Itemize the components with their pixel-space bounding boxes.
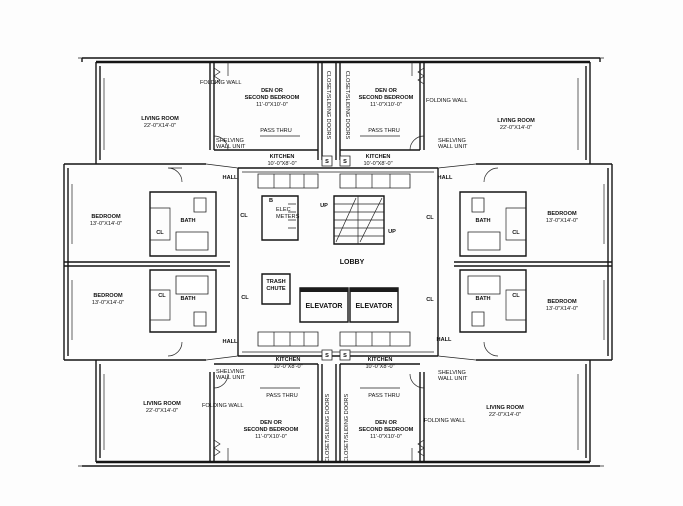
plan-notes: FOLDING WALL FOLDING WALL FOLDING WALL F… (156, 71, 520, 462)
elevator-right: ELEVATOR (356, 303, 393, 310)
meters-label: METERS (276, 214, 300, 220)
bedroom-upper-right-dim: 13'-0"X14'-0" (546, 218, 578, 224)
living-room-top-left-dim: 22'-0"X14'-0" (144, 123, 176, 129)
closet-doors-tl: CLOSET/SLIDING DOORS (325, 71, 331, 140)
shelving-note-bl-1: SHELVING (216, 369, 244, 375)
closet-doors-br: CLOSET/SLIDING DOORS (344, 394, 350, 463)
den-top-left-line2: SECOND BEDROOM (245, 95, 300, 101)
hall-bl: HALL (223, 339, 238, 345)
den-top-left-line1: DEN OR (261, 88, 283, 94)
den-bottom-left-line1: DEN OR (260, 420, 282, 426)
pass-thru-tl: PASS THRU (260, 128, 292, 134)
cl-lr: CL (512, 293, 520, 299)
bedroom-lower-left-dim: 13'-0"X14'-0" (92, 300, 124, 306)
hall-tr: HALL (438, 175, 453, 181)
hall-br: HALL (437, 337, 452, 343)
den-bottom-right-line1: DEN OR (375, 420, 397, 426)
elevator-left: ELEVATOR (306, 303, 343, 310)
living-room-bottom-left-dim: 22'-0"X14'-0" (146, 408, 178, 414)
b-mark: B (269, 198, 273, 204)
living-room-bottom-right-dim: 22'-0"X14'-0" (489, 412, 521, 418)
den-bottom-left-line2: SECOND BEDROOM (244, 427, 299, 433)
bedroom-lower-left-name: BEDROOM (93, 293, 123, 299)
stair-up-left: UP (320, 203, 328, 209)
cl-ul: CL (156, 230, 164, 236)
outer-walls (63, 57, 613, 467)
chute-label: CHUTE (266, 286, 286, 292)
pass-thru-tr: PASS THRU (368, 128, 400, 134)
trash-label: TRASH (266, 279, 285, 285)
elec-label: ELEC (276, 207, 291, 213)
den-bottom-right-line2: SECOND BEDROOM (359, 427, 414, 433)
den-bottom-left-dim: 11'-0"X10'-0" (255, 434, 287, 440)
lobby-label: LOBBY (340, 259, 365, 266)
bath-ur: BATH (475, 218, 490, 224)
bath-ll: BATH (180, 296, 195, 302)
bedroom-lower-right-dim: 13'-0"X14'-0" (546, 306, 578, 312)
kitchen-top-right-name: KITCHEN (366, 154, 391, 160)
living-room-bottom-right-name: LIVING ROOM (486, 405, 524, 411)
closet-doors-tr: CLOSET/SLIDING DOORS (344, 71, 350, 140)
living-room-top-right-name: LIVING ROOM (497, 118, 535, 124)
kitchen-bottom-right-name: KITCHEN (368, 357, 393, 363)
cl-core-ll: CL (241, 295, 249, 301)
folding-wall-note-tr: FOLDING WALL (426, 98, 467, 104)
pass-thru-bl: PASS THRU (266, 393, 298, 399)
den-top-right-line1: DEN OR (375, 88, 397, 94)
den-top-left-dim: 11'-0"X10'-0" (256, 102, 288, 108)
closet-doors-bl: CLOSET/SLIDING DOORS (325, 394, 331, 463)
room-labels: LIVING ROOM 22'-0"X14'-0" LIVING ROOM 22… (90, 88, 578, 440)
shelving-note-tl-1: SHELVING (216, 138, 244, 144)
bedroom-lower-right-name: BEDROOM (547, 299, 577, 305)
bedroom-upper-right-name: BEDROOM (547, 211, 577, 217)
folding-wall-note-br: FOLDING WALL (424, 418, 465, 424)
den-top-right-dim: 11'-0"X10'-0" (370, 102, 402, 108)
shelving-note-tr-1: SHELVING (438, 138, 466, 144)
pass-thru-br: PASS THRU (368, 393, 400, 399)
living-room-top-left-name: LIVING ROOM (141, 116, 179, 122)
hall-tl: HALL (223, 175, 238, 181)
kitchen-top-left-name: KITCHEN (270, 154, 295, 160)
shelving-note-br-1: SHELVING (438, 370, 466, 376)
bedroom-upper-left-name: BEDROOM (91, 214, 121, 220)
shelving-note-bl-2: WALL UNIT (216, 375, 246, 381)
folding-wall-note-tl: FOLDING WALL (200, 80, 241, 86)
den-top-right-line2: SECOND BEDROOM (359, 95, 414, 101)
cl-ur: CL (512, 230, 520, 236)
folding-wall-note-bl: FOLDING WALL (202, 403, 243, 409)
bath-ul: BATH (180, 218, 195, 224)
cl-core-ur: CL (426, 215, 434, 221)
living-room-top-right-dim: 22'-0"X14'-0" (500, 125, 532, 131)
kitchen-bottom-right-dim: 10'-0"X8'-0" (365, 364, 394, 370)
sink-br: S (343, 353, 347, 359)
cl-core-ul: CL (240, 213, 248, 219)
shelving-note-tr-2: WALL UNIT (438, 144, 468, 150)
bedroom-upper-left-dim: 13'-0"X14'-0" (90, 221, 122, 227)
cl-ll: CL (158, 293, 166, 299)
kitchen-top-right-dim: 10'-0"X8'-0" (363, 161, 392, 167)
kitchen-bottom-left-dim: 10'-0"X8'-0" (273, 364, 302, 370)
cl-core-lr: CL (426, 297, 434, 303)
den-bottom-right-dim: 11'-0"X10'-0" (370, 434, 402, 440)
kitchen-bottom-left-name: KITCHEN (276, 357, 301, 363)
bath-lr: BATH (475, 296, 490, 302)
sink-tr: S (343, 159, 347, 165)
kitchen-top-left-dim: 10'-0"X8'-0" (267, 161, 296, 167)
living-room-bottom-left-name: LIVING ROOM (143, 401, 181, 407)
sink-bl: S (325, 353, 329, 359)
shelving-note-br-2: WALL UNIT (438, 376, 468, 382)
sink-tl: S (325, 159, 329, 165)
stair-up-right: UP (388, 229, 396, 235)
shelving-note-tl-2: WALL UNIT (216, 144, 246, 150)
